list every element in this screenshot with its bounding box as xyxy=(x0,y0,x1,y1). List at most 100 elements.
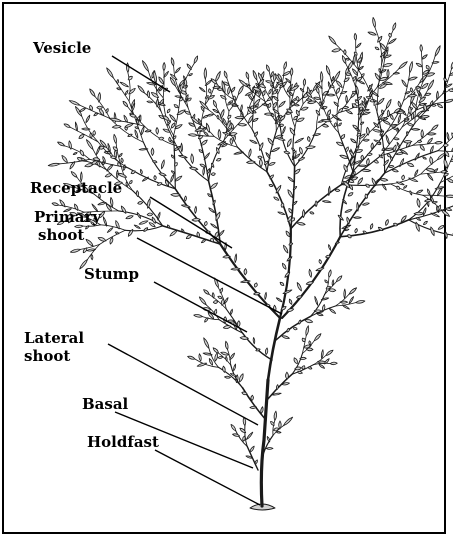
seaweed-part xyxy=(279,101,286,107)
seaweed-part xyxy=(291,218,294,221)
seaweed-part xyxy=(366,127,369,135)
seaweed-part xyxy=(171,174,174,182)
seaweed-part xyxy=(94,113,98,116)
seaweed-part xyxy=(253,338,255,344)
seaweed-part xyxy=(139,221,148,224)
seaweed-part xyxy=(284,245,288,253)
seaweed-part xyxy=(361,155,364,160)
seaweed-part xyxy=(426,169,435,172)
label-basal: Basal xyxy=(82,395,129,413)
seaweed-part xyxy=(345,229,349,231)
label-primary-shoot-line2: shoot xyxy=(38,226,84,244)
seaweed-part xyxy=(234,152,244,154)
seaweed-part xyxy=(163,129,170,132)
seaweed-part xyxy=(373,130,381,132)
seaweed-part xyxy=(69,141,72,150)
seaweed-part xyxy=(125,90,128,95)
seaweed-part xyxy=(90,89,95,97)
seaweed-part xyxy=(368,32,376,35)
seaweed-part xyxy=(58,142,65,146)
seaweed-part xyxy=(326,66,330,76)
seaweed-part xyxy=(259,159,262,167)
seaweed-part xyxy=(262,91,265,97)
seaweed-part xyxy=(354,217,362,219)
seaweed-part xyxy=(445,195,453,198)
seaweed-part xyxy=(82,128,90,130)
seaweed-part xyxy=(306,326,309,336)
seaweed-part xyxy=(152,217,155,223)
seaweed-part xyxy=(358,165,367,167)
seaweed-part xyxy=(427,138,432,144)
seaweed-part xyxy=(295,367,302,370)
seaweed-part xyxy=(121,158,123,163)
seaweed-part xyxy=(211,224,218,229)
label-vesicle: Vesicle xyxy=(32,39,91,57)
seaweed-part xyxy=(197,232,200,237)
seaweed-part xyxy=(316,87,319,94)
seaweed-part xyxy=(297,222,305,225)
seaweed-part xyxy=(286,372,289,379)
seaweed-part xyxy=(269,162,276,165)
seaweed-part xyxy=(98,237,106,241)
seaweed-part xyxy=(371,143,373,149)
seaweed-part xyxy=(86,239,93,246)
seaweed-part xyxy=(233,135,235,141)
seaweed-part xyxy=(259,143,263,151)
seaweed-part xyxy=(411,129,420,131)
seaweed-part xyxy=(294,358,298,364)
seaweed-part xyxy=(343,106,349,108)
seaweed-part xyxy=(282,263,286,269)
seaweed-part xyxy=(332,76,334,81)
seaweed-part xyxy=(328,110,331,116)
seaweed-part xyxy=(277,138,285,141)
seaweed-part xyxy=(251,395,254,400)
label-primary-shoot-line1: Primary xyxy=(34,208,102,226)
seaweed-part xyxy=(268,103,271,108)
seaweed-part xyxy=(287,109,293,113)
seaweed-part xyxy=(361,74,364,77)
seaweed-part xyxy=(126,63,129,73)
seaweed-part xyxy=(288,177,294,182)
seaweed-part xyxy=(91,254,93,259)
seaweed-part xyxy=(271,71,273,77)
seaweed-part xyxy=(349,297,354,304)
seaweed-part xyxy=(432,105,437,107)
seaweed-part xyxy=(345,58,349,60)
seaweed-part xyxy=(189,74,193,76)
seaweed-part xyxy=(424,221,428,224)
seaweed-part xyxy=(297,371,302,373)
seaweed-part xyxy=(255,132,258,137)
seaweed-part xyxy=(435,187,444,189)
seaweed-part xyxy=(397,142,400,148)
seaweed-part xyxy=(366,184,369,187)
seaweed-part xyxy=(204,153,210,160)
seaweed-part xyxy=(153,161,157,163)
seaweed-part xyxy=(218,129,221,139)
seaweed-part xyxy=(203,167,205,176)
seaweed-part xyxy=(322,201,331,203)
seaweed-part xyxy=(297,283,301,291)
seaweed-part xyxy=(426,65,429,69)
seaweed-part xyxy=(98,202,106,205)
seaweed-part xyxy=(267,436,270,442)
seaweed-part xyxy=(315,201,317,207)
seaweed-part xyxy=(208,96,215,100)
seaweed-part xyxy=(397,186,400,189)
seaweed-part xyxy=(404,118,409,120)
leader-line-receptacle xyxy=(150,197,232,248)
seaweed-part xyxy=(301,107,308,110)
seaweed-part xyxy=(107,68,114,78)
seaweed-part xyxy=(423,157,427,159)
seaweed-part xyxy=(357,133,361,136)
seaweed-part xyxy=(335,242,339,244)
seaweed-part xyxy=(207,169,210,175)
seaweed-part xyxy=(431,227,435,236)
seaweed-part xyxy=(221,109,224,118)
seaweed-part xyxy=(428,80,434,90)
seaweed-part xyxy=(120,82,129,87)
seaweed-part xyxy=(266,65,269,72)
seaweed-part xyxy=(246,432,252,439)
seaweed-part xyxy=(344,289,346,298)
seaweed-part xyxy=(184,196,186,201)
